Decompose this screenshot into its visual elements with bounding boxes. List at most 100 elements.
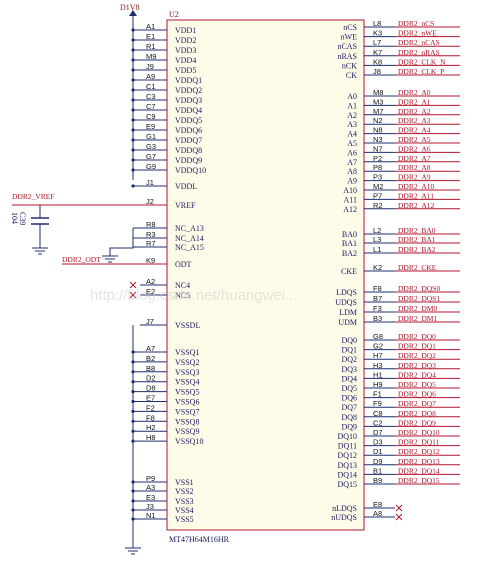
- pin-number: N3: [373, 135, 383, 144]
- pin-name: A1: [347, 101, 357, 110]
- pin-name: VDD1: [175, 26, 196, 35]
- pin-name: DQ10: [337, 432, 357, 441]
- pin-name: nCK: [342, 61, 357, 70]
- pin-number: C9: [146, 112, 156, 121]
- net-label: DDR2_A2: [398, 107, 431, 116]
- pin-name: VSS2: [175, 487, 194, 496]
- pin-number: F8: [373, 284, 382, 293]
- net-label: DDR2_nWE: [398, 29, 437, 38]
- pin-number: K8: [373, 57, 382, 66]
- pin-name: CKE: [341, 267, 357, 276]
- net-label: DDR2_A7: [398, 154, 431, 163]
- pin-name: DQ1: [341, 346, 357, 355]
- pin-name: NC5: [175, 291, 190, 300]
- pin-name: A10: [343, 186, 357, 195]
- pin-number: J8: [373, 67, 381, 76]
- watermark: http://blog.csdn.net/huangwei...: [90, 287, 298, 304]
- pin-number: F1: [373, 390, 382, 399]
- pin-name: DQ7: [341, 403, 357, 412]
- pin-number: P8: [373, 163, 382, 172]
- pin-name: A8: [347, 167, 357, 176]
- pin-name: DQ0: [341, 336, 357, 345]
- pin-name: VDD5: [175, 66, 196, 75]
- pin-name: nLDQS: [332, 504, 357, 513]
- pin-number: R3: [146, 230, 156, 239]
- pin-number: J2: [146, 197, 154, 206]
- pin-number: D1: [373, 447, 383, 456]
- pin-name: VDDQ3: [175, 96, 202, 105]
- pin-number: N1: [146, 511, 156, 520]
- pin-name: VSSQ2: [175, 358, 199, 367]
- pin-name: VSS4: [175, 506, 194, 515]
- net-label: DDR2_DQ11: [398, 438, 440, 447]
- pin-name: UDM: [338, 318, 357, 327]
- pin-number: K2: [373, 263, 382, 272]
- pin-number: B8: [146, 364, 155, 373]
- no-connect-icon: [395, 504, 403, 512]
- pin-number: N2: [373, 116, 383, 125]
- pin-number: H1: [373, 370, 383, 379]
- pin-name: DQ6: [341, 394, 357, 403]
- net-label: DDR2_DQ12: [398, 447, 440, 456]
- pin-name: DQ14: [337, 470, 357, 479]
- pin-number: F2: [146, 403, 155, 412]
- pin-number: K3: [373, 29, 382, 38]
- net-label: DDR2_A8: [398, 163, 431, 172]
- pin-name: BA1: [342, 239, 357, 248]
- no-connect-icon: [129, 291, 137, 299]
- pin-number: F8: [146, 413, 155, 422]
- power-label: D1V8: [120, 3, 140, 12]
- pin-number: B3: [373, 314, 382, 323]
- power-arrow-icon: [129, 10, 137, 16]
- pin-name: A6: [347, 148, 357, 157]
- pin-number: G8: [373, 332, 383, 341]
- pin-number: P7: [373, 191, 382, 200]
- pin-name: VREF: [175, 201, 196, 210]
- pin-number: M2: [373, 182, 383, 191]
- ground-icon: [32, 247, 48, 255]
- pin-name: VDDQ6: [175, 126, 202, 135]
- net-label: DDR2_A10: [398, 182, 435, 191]
- pin-number: G2: [373, 342, 383, 351]
- pin-name: VSSQ8: [175, 417, 199, 426]
- net-label: DDR2_DQ7: [398, 399, 436, 408]
- pin-name: A4: [347, 130, 357, 139]
- pin-name: A2: [347, 111, 357, 120]
- pin-name: A12: [343, 205, 357, 214]
- chip-body: [166, 19, 365, 531]
- net-label: DDR2_DQ1: [398, 342, 436, 351]
- net-label: DDR2_DQ3: [398, 361, 436, 370]
- net-label: DDR2_A3: [398, 116, 431, 125]
- no-connect-icon: [395, 513, 403, 521]
- pin-number: J9: [146, 62, 154, 71]
- pin-name: VSSQ10: [175, 437, 203, 446]
- pin-number: A1: [146, 22, 155, 31]
- pin-name: nRAS: [337, 52, 357, 61]
- pin-number: N7: [373, 144, 383, 153]
- net-label: DDR2_BA2: [398, 245, 436, 254]
- pin-name: VDDQ8: [175, 146, 202, 155]
- pin-name: BA0: [342, 230, 357, 239]
- net-label: DDR2_A4: [398, 126, 431, 135]
- pin-name: VSSQ5: [175, 388, 199, 397]
- pin-name: BA2: [342, 249, 357, 258]
- net-label: DDR2_A1: [398, 97, 431, 106]
- pin-number: R1: [146, 42, 156, 51]
- pin-name: VSSQ1: [175, 348, 199, 357]
- pin-name: DQ12: [337, 451, 357, 460]
- pin-name: NC4: [175, 281, 190, 290]
- capacitor-ref: C39: [18, 212, 27, 225]
- pin-number: F3: [373, 304, 382, 313]
- vref-net-label: DDR2_VREF: [12, 192, 55, 201]
- pin-number: A8: [373, 509, 382, 518]
- pin-number: M3: [373, 97, 383, 106]
- nc-ground-wire: [109, 228, 134, 256]
- net-label: DDR2_BA0: [398, 226, 436, 235]
- pin-number: H8: [146, 433, 156, 442]
- pin-name: A11: [344, 195, 357, 204]
- pin-name: VDD3: [175, 46, 196, 55]
- net-label: DDR2_DQ0: [398, 332, 436, 341]
- net-label: DDR2_DQ15: [398, 476, 440, 485]
- pin-number: G9: [146, 162, 156, 171]
